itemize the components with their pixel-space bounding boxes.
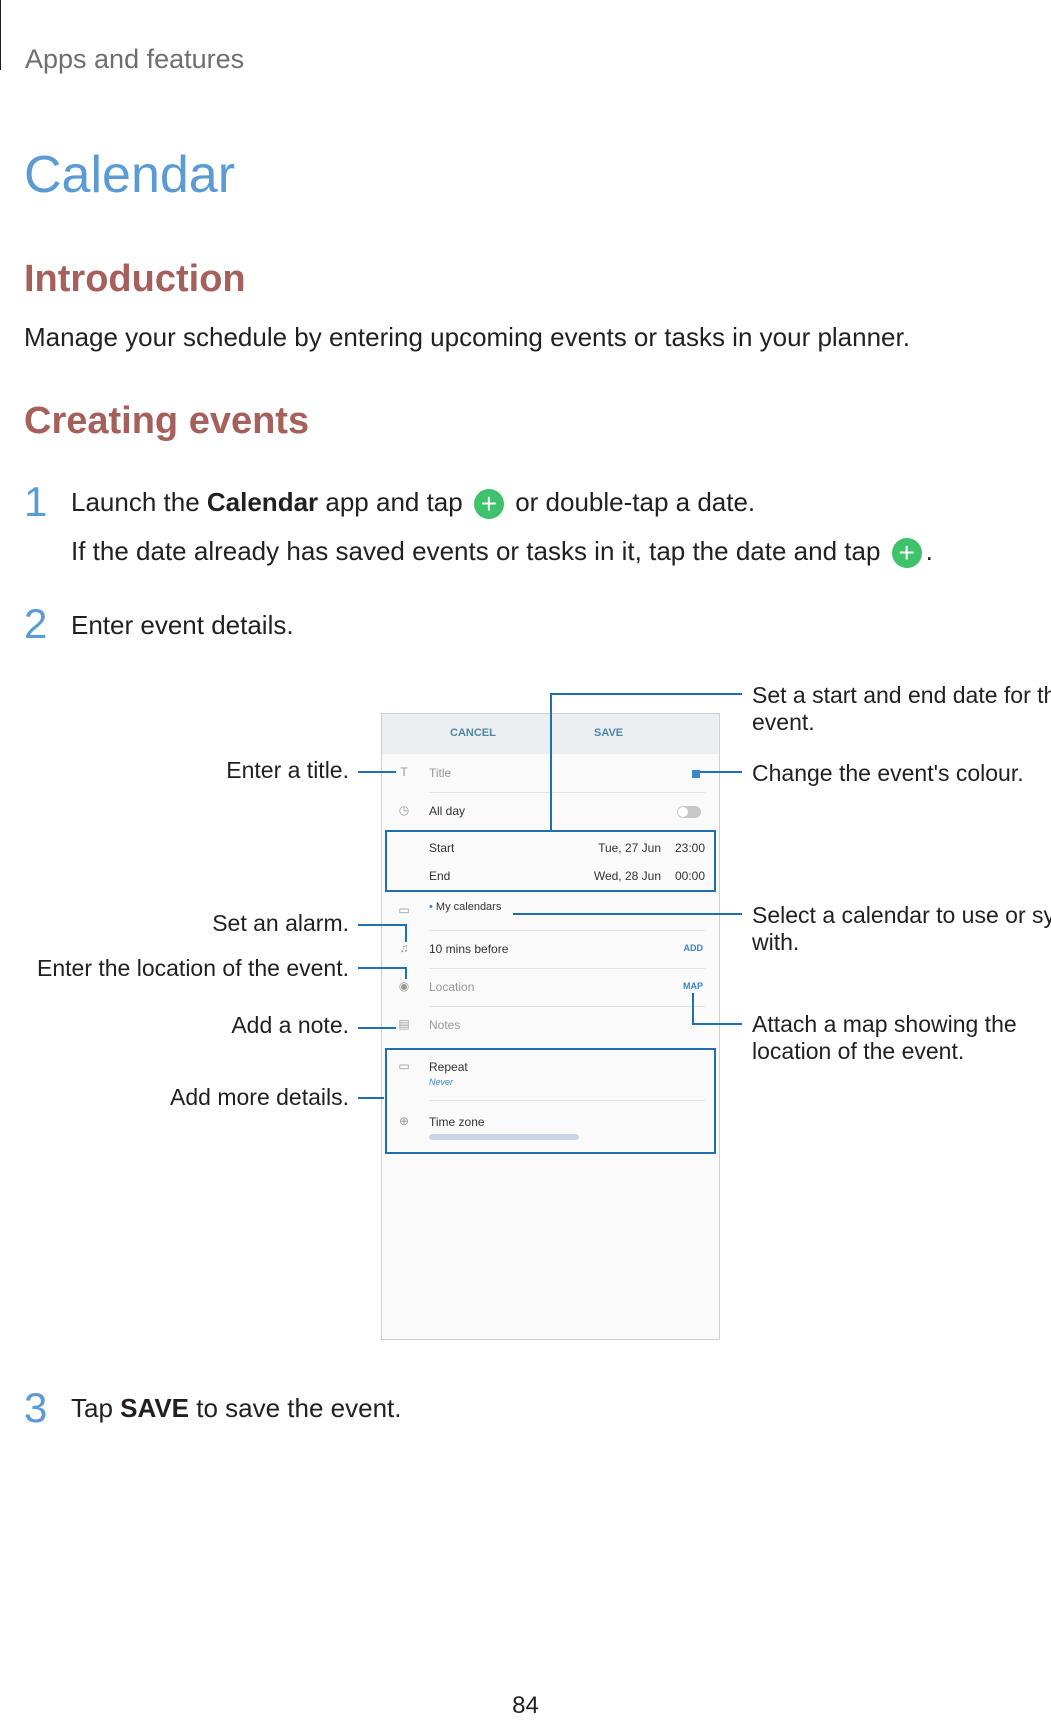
leader-line-title [358, 771, 396, 773]
notes-input[interactable]: Notes [429, 1018, 461, 1032]
repeat-value: Never [429, 1077, 454, 1087]
step-2-number: 2 [24, 600, 48, 647]
cancel-button[interactable]: CANCEL [450, 727, 496, 739]
callout-set-alarm: Set an alarm. [212, 910, 349, 936]
step-1-number: 1 [24, 478, 48, 525]
step-3-save: SAVE [120, 1393, 190, 1423]
callout-select-calendar-1: Select a calendar to use or sync [752, 902, 1051, 928]
divider [429, 930, 705, 931]
callout-enter-location: Enter the location of the event. [37, 955, 349, 981]
callout-attach-map-2: location of the event. [752, 1038, 965, 1064]
step-1-line2-post: . [925, 536, 933, 566]
time-zone-row[interactable]: ⊕ Time zone [382, 1100, 719, 1150]
divider [429, 792, 705, 793]
location-input[interactable]: Location [429, 980, 475, 994]
leader-line-map [692, 1023, 742, 1025]
divider [429, 1006, 705, 1007]
location-pin-icon: ◉ [398, 979, 410, 993]
page-number: 84 [512, 1692, 539, 1719]
creating-heading: Creating events [24, 400, 310, 442]
divider [429, 1100, 705, 1101]
my-calendars-text: My calendars [435, 901, 502, 913]
step-3-post: to save the event. [189, 1393, 402, 1423]
end-time[interactable]: 00:00 [674, 869, 705, 883]
callout-select-calendar-2: with. [752, 929, 800, 955]
intro-heading: Introduction [24, 258, 246, 300]
repeat-row[interactable]: ▭ Repeat Never [382, 1048, 719, 1100]
map-button[interactable]: MAP [683, 981, 703, 991]
repeat-label: Repeat [429, 1060, 468, 1074]
leader-line-alarm [405, 924, 407, 942]
alarm-row[interactable]: ♫ 10 mins before ADD [382, 930, 719, 968]
step-1-mid: app and tap [318, 487, 470, 517]
callout-add-more: Add more details. [170, 1084, 349, 1110]
all-day-row[interactable]: ◷ All day [382, 792, 719, 830]
header-rule [0, 0, 1, 70]
colour-picker[interactable] [692, 770, 700, 778]
start-row[interactable]: Start Tue, 27 Jun 23:00 [382, 832, 719, 860]
step-1-pre: Launch the [71, 487, 207, 517]
end-row[interactable]: End Wed, 28 Jun 00:00 [382, 860, 719, 888]
all-day-label: All day [429, 804, 466, 818]
step-2-text: Enter event details. [71, 610, 294, 640]
end-date[interactable]: Wed, 28 Jun [593, 869, 661, 883]
start-time[interactable]: 23:00 [674, 841, 705, 855]
my-calendars-row[interactable]: ▭ • My calendars [382, 892, 719, 930]
calendar-icon: ▭ [398, 903, 410, 917]
step-3-number: 3 [24, 1384, 48, 1431]
leader-line-calendar [513, 913, 742, 915]
callout-set-dates-1: Set a start and end date for the [752, 682, 1051, 708]
step-3-text: Tap SAVE to save the event. [71, 1393, 402, 1424]
bell-icon: ♫ [399, 941, 409, 955]
alarm-value: 10 mins before [429, 942, 509, 956]
start-date[interactable]: Tue, 27 Jun [598, 841, 661, 855]
date-highlight-box [385, 830, 716, 892]
leader-line-dates [550, 693, 742, 695]
plus-icon: + [473, 489, 504, 520]
title-icon: T [400, 765, 408, 779]
my-calendars-label: • My calendars [429, 901, 501, 913]
step-1-post: or double-tap a date. [507, 487, 756, 517]
globe-icon: ⊕ [398, 1114, 410, 1128]
leader-line-map [692, 993, 694, 1024]
time-zone-value-blurred [429, 1134, 579, 1140]
leader-line-location [405, 967, 407, 979]
step-3-pre: Tap [71, 1393, 121, 1423]
repeat-icon: ▭ [398, 1059, 410, 1073]
notes-row[interactable]: ▤ Notes [382, 1006, 719, 1044]
time-zone-label: Time zone [429, 1115, 485, 1129]
callout-enter-title: Enter a title. [226, 757, 349, 783]
save-button[interactable]: SAVE [594, 727, 624, 739]
leader-line-alarm [358, 924, 406, 926]
step-1-line2-pre: If the date already has saved events or … [71, 536, 888, 566]
plus-icon: + [891, 538, 922, 569]
title-row[interactable]: T Title [382, 754, 719, 792]
leader-line-colour [700, 771, 742, 773]
start-label: Start [429, 841, 455, 855]
leader-line-more [358, 1097, 384, 1099]
note-icon: ▤ [398, 1017, 410, 1031]
leader-line-dates [550, 693, 552, 830]
add-alarm-button[interactable]: ADD [683, 943, 704, 953]
location-row[interactable]: ◉ Location MAP [382, 968, 719, 1006]
callout-change-colour: Change the event's colour. [752, 760, 1024, 786]
running-head: Apps and features [25, 44, 245, 74]
leader-line-note [358, 1027, 396, 1029]
step-1-text: Launch the Calendar app and tap + or dou… [71, 487, 756, 520]
title-input[interactable]: Title [429, 766, 452, 780]
page-title: Calendar [24, 146, 236, 204]
callout-attach-map-1: Attach a map showing the [752, 1011, 1017, 1037]
intro-text: Manage your schedule by entering upcomin… [24, 322, 910, 352]
callout-set-dates-2: event. [752, 709, 815, 735]
clock-icon: ◷ [398, 803, 410, 817]
end-label: End [429, 869, 451, 883]
all-day-toggle[interactable] [677, 806, 701, 818]
leader-line-location [358, 967, 406, 969]
divider [429, 968, 705, 969]
step-1-app-name: Calendar [206, 487, 319, 517]
step-1-line2: If the date already has saved events or … [71, 536, 933, 569]
calendar-dot: • [429, 901, 436, 913]
callout-add-note: Add a note. [231, 1012, 349, 1038]
more-details-highlight-box [385, 1048, 716, 1154]
